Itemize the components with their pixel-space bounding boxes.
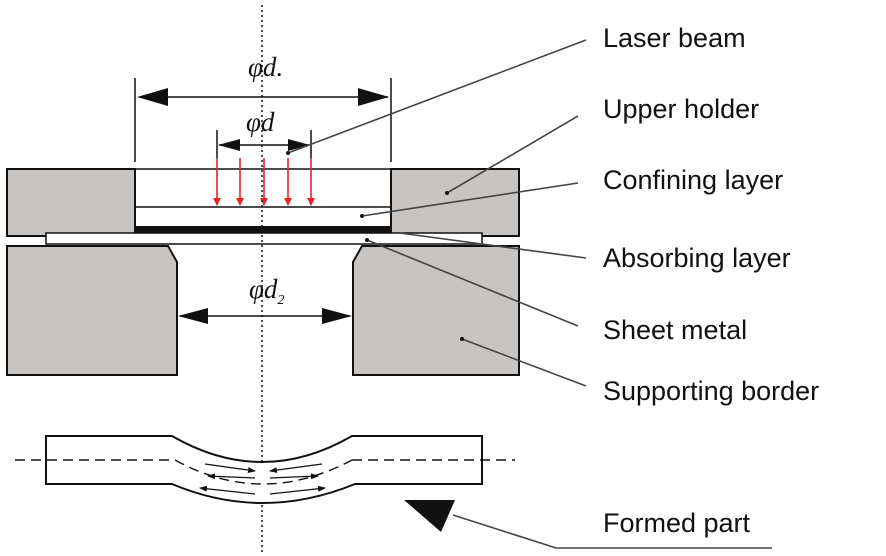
d-label: φd: [246, 107, 275, 137]
stress-arrow-top-right: [269, 463, 323, 474]
formed-neutral-curve: [174, 459, 353, 485]
supporting-border-right: [352, 245, 520, 376]
absorbing-layer: [135, 226, 391, 233]
leader-confining-layer-dot: [360, 214, 364, 218]
sheet-metal-strip: [45, 232, 483, 245]
d2-arrowhead-right: [322, 308, 352, 324]
upper-holder: [6, 168, 520, 237]
d-arrowhead-right: [288, 139, 310, 151]
leader-lines: [286, 39, 772, 549]
label-confining-layer: Confining layer: [603, 165, 783, 195]
label-supporting-border: Supporting border: [603, 376, 819, 406]
d1-label: φd.: [248, 52, 283, 82]
dimension-d: φd: [216, 107, 312, 158]
formed-part-outline: [45, 435, 483, 504]
leader-absorbing-layer: [399, 232, 587, 259]
label-sheet-metal: Sheet metal: [603, 315, 747, 345]
d-arrowhead-left: [218, 139, 240, 151]
supporting-border: [6, 245, 520, 376]
stress-arrow-bottom-right: [269, 485, 326, 495]
leader-formed-part-arrowhead: [404, 500, 455, 532]
supporting-border-left: [6, 245, 178, 376]
upper-holder-left: [6, 168, 136, 237]
label-upper-holder: Upper holder: [603, 94, 759, 124]
leader-confining-layer: [361, 182, 579, 217]
sheet-metal: [45, 232, 483, 245]
formed-part: [15, 435, 515, 504]
d2-label: φd2: [249, 274, 284, 308]
leader-formed-part: [452, 514, 772, 549]
label-absorbing-layer: Absorbing layer: [603, 243, 791, 273]
labels: Laser beam Upper holder Confining layer …: [603, 23, 819, 538]
dimension-d2: φd2: [178, 274, 352, 324]
d1-arrowhead-left: [137, 88, 168, 106]
dimension-d1: φd.: [134, 52, 392, 162]
stress-arrow-mid-left: [207, 473, 256, 480]
confining-layer: [135, 168, 391, 208]
leader-upper-holder: [446, 115, 579, 194]
leader-supporting-border-dot: [460, 337, 464, 341]
label-laser-beam: Laser beam: [603, 23, 746, 53]
leader-sheet-metal: [366, 239, 579, 327]
leader-upper-holder-dot: [445, 191, 449, 195]
laser-beam-arrows: [213, 158, 315, 206]
leader-laser-beam-dot: [286, 151, 290, 155]
stress-arrow-bottom-left: [199, 485, 256, 495]
leader-sheet-metal-dot: [365, 238, 369, 242]
stress-arrow-top-left: [204, 463, 256, 474]
stress-arrow-mid-right: [269, 473, 319, 480]
leader-laser-beam: [287, 39, 587, 154]
d1-arrowhead-right: [358, 88, 389, 106]
leader-supporting-border: [461, 338, 587, 387]
d2-arrowhead-left: [178, 308, 208, 324]
label-formed-part: Formed part: [603, 508, 751, 538]
